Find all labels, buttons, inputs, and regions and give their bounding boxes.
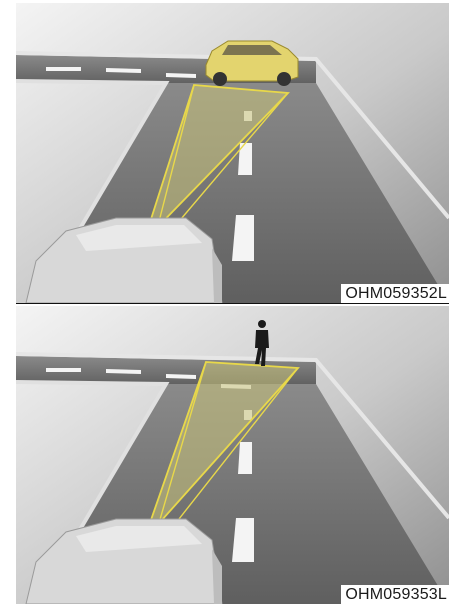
road-scene-illustration: [16, 306, 449, 604]
target-vehicle: [206, 41, 298, 86]
road-scene-illustration: [16, 3, 449, 303]
figure-caption: OHM059353L: [341, 585, 449, 604]
figure-vehicle-detection: OHM059352L: [16, 3, 449, 304]
figure-caption: OHM059352L: [341, 284, 449, 303]
figure-pedestrian-detection: OHM059353L: [16, 306, 449, 604]
